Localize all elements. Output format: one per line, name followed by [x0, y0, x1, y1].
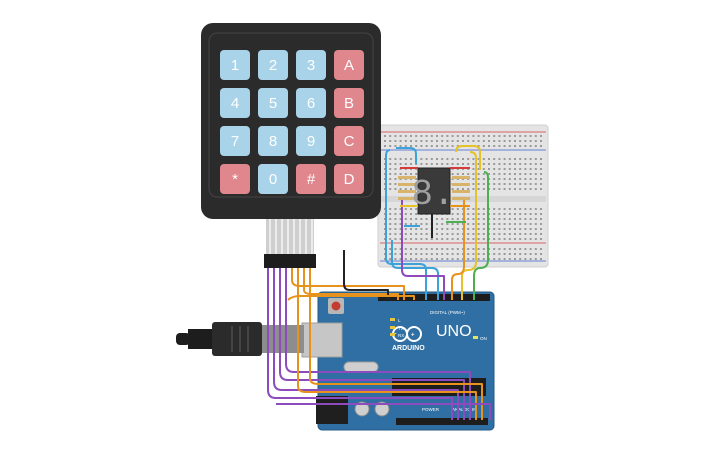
keypad-key[interactable]: 3: [296, 50, 326, 80]
board-model: UNO: [436, 323, 472, 340]
keypad-key-label: 9: [307, 133, 315, 150]
keypad-key[interactable]: 8: [258, 126, 288, 156]
keypad-key[interactable]: 9: [296, 126, 326, 156]
digital-label: DIGITAL (PWM~): [430, 310, 465, 315]
keypad-key[interactable]: 0: [258, 164, 288, 194]
crystal-oscillator: [343, 361, 379, 373]
keypad-key-label: A: [344, 57, 354, 74]
keypad-key[interactable]: 4: [220, 88, 250, 118]
keypad-key-label: C: [344, 133, 355, 150]
keypad-key-label: 0: [269, 171, 277, 188]
keypad-key-label: 3: [307, 57, 315, 74]
keypad-key-label: 7: [231, 133, 239, 150]
seven-segment-display[interactable]: 8.: [411, 167, 455, 215]
usb-port: [301, 322, 343, 358]
resistor-array: [398, 176, 470, 200]
keypad-key-label: 2: [269, 57, 277, 74]
keypad-key-label: B: [344, 95, 354, 112]
tx-label: TX: [398, 326, 404, 331]
keypad-connector: [264, 254, 316, 268]
keypad-key-label: *: [232, 171, 238, 188]
on-label: ON: [480, 336, 487, 341]
keypad-key[interactable]: 2: [258, 50, 288, 80]
wires: [267, 145, 491, 420]
keypad-key-label: 1: [231, 57, 239, 74]
l-label: L: [398, 318, 401, 323]
rx-label: RX: [398, 333, 404, 338]
svg-text:+: +: [411, 333, 415, 339]
keypad-key-label: 6: [307, 95, 315, 112]
power-jack: [316, 396, 348, 424]
keypad-key[interactable]: A: [334, 50, 364, 80]
keypad-key-label: 5: [269, 95, 277, 112]
capacitor: [374, 401, 390, 417]
keypad-ribbon: [266, 218, 314, 254]
keypad-key[interactable]: 1: [220, 50, 250, 80]
display-digit: 8.: [411, 174, 454, 215]
keypad-key[interactable]: C: [334, 126, 364, 156]
keypad-key[interactable]: B: [334, 88, 364, 118]
power-analog-header: [396, 418, 488, 425]
keypad-key[interactable]: *: [220, 164, 250, 194]
arduino-logo-text: ARDUINO: [392, 345, 425, 352]
keypad-key-label: 4: [231, 95, 239, 112]
power-label: POWER: [422, 407, 440, 412]
usb-cable: [176, 322, 304, 356]
keypad-key-label: 8: [269, 133, 277, 150]
keypad-key[interactable]: 5: [258, 88, 288, 118]
keypad-key[interactable]: #: [296, 164, 326, 194]
power-led: [473, 336, 478, 339]
keypad-key-label: #: [307, 171, 316, 188]
keypad-key[interactable]: 6: [296, 88, 326, 118]
keypad-key[interactable]: 7: [220, 126, 250, 156]
keypad-key-label: D: [344, 171, 355, 188]
digital-header: [378, 294, 490, 301]
keypad-key[interactable]: D: [334, 164, 364, 194]
arduino-uno-board[interactable]: − + ARDUINO UNO DIGITAL (PWM~) POWER ANA…: [301, 291, 495, 431]
membrane-keypad[interactable]: 1 2 3 A 4 5 6 B 7 8 9 C * 0 # D: [201, 23, 381, 268]
capacitor: [354, 401, 370, 417]
